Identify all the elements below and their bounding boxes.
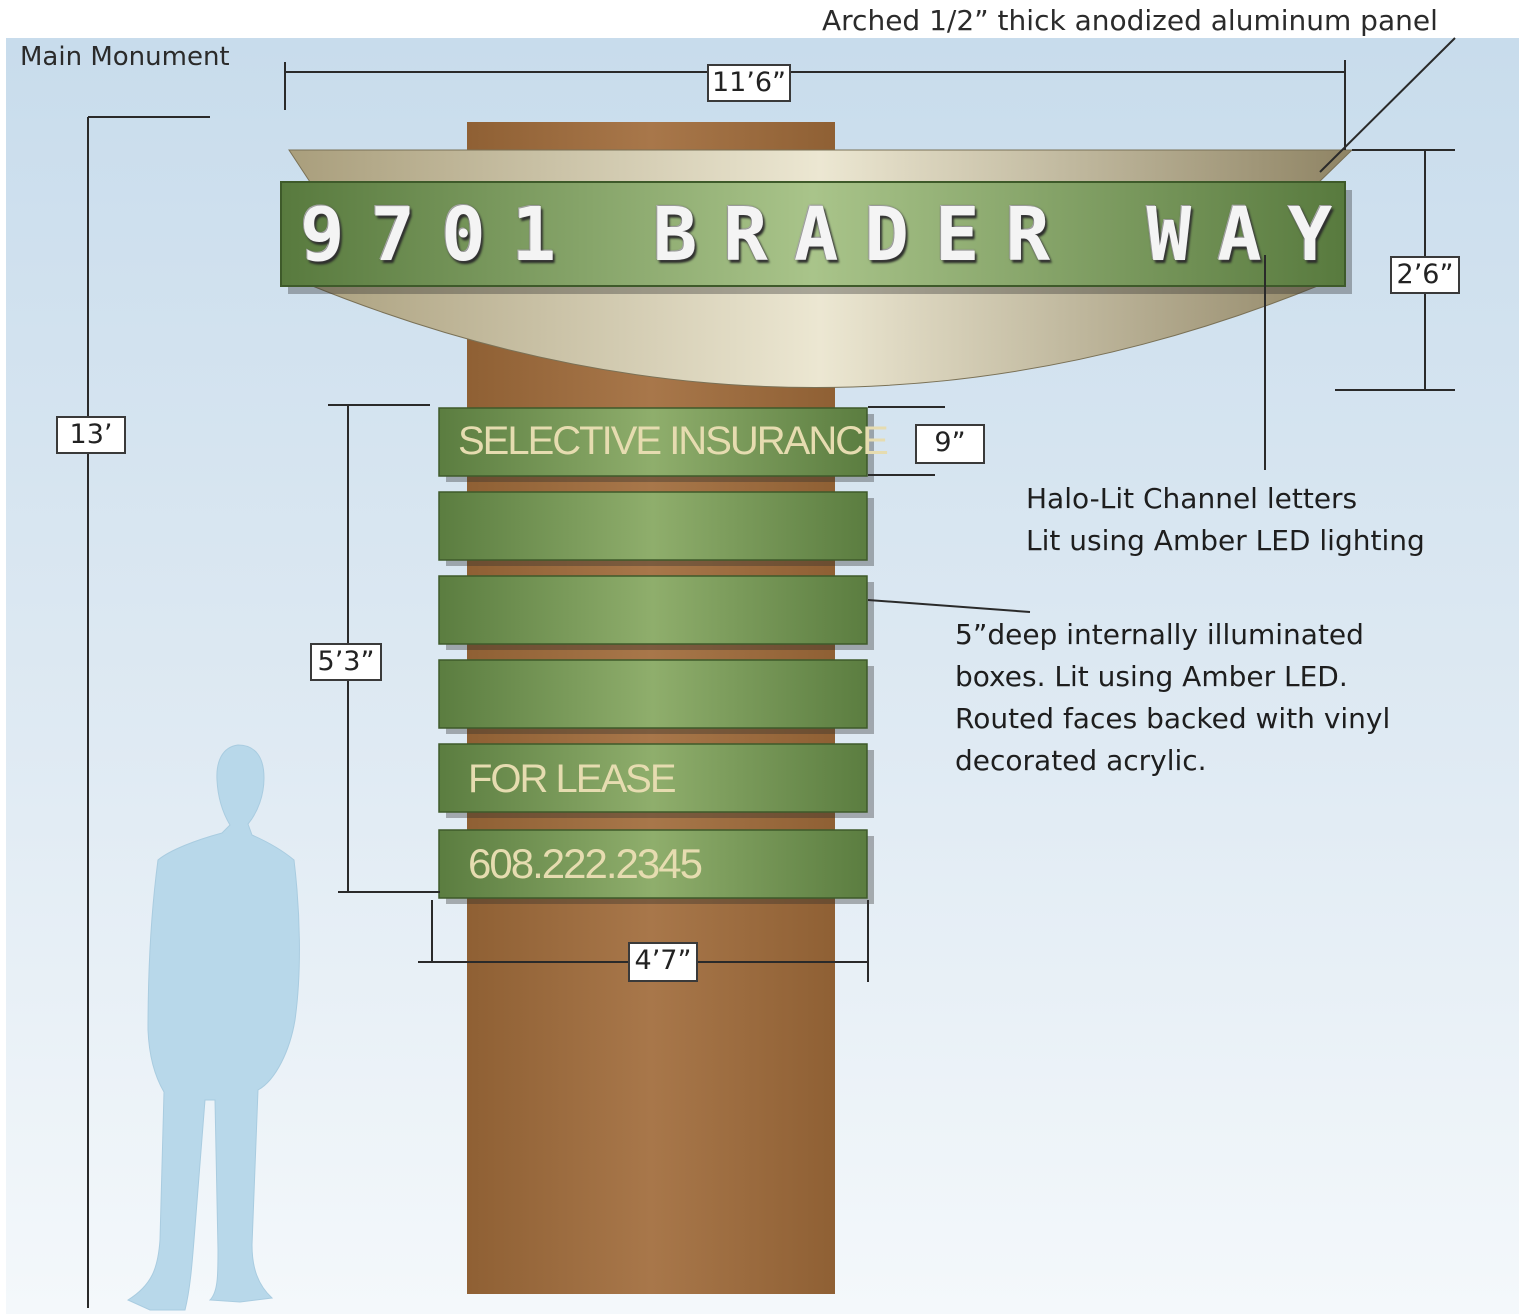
halo-lit-callout: Halo-Lit Channel letters Lit using Amber… [1026, 478, 1425, 562]
header-panel [280, 181, 1346, 287]
tenant-panel [438, 829, 868, 899]
tenant-panel-1-text: SELECTIVE INSURANCE [458, 419, 889, 463]
tenant-panel [438, 659, 868, 729]
halo-lit-line-1: Halo-Lit Channel letters [1026, 482, 1358, 515]
dimension-panel-height: 9” [915, 424, 985, 464]
address-channel-letters: 9701 BRADER WAY [300, 192, 1359, 278]
drawing-title: Main Monument [20, 42, 230, 72]
tenant-panel-5-text: FOR LEASE [468, 757, 677, 801]
boxes-line-1: 5”deep internally illuminated [955, 618, 1364, 651]
dimension-header-height: 2’6” [1390, 256, 1460, 294]
dimension-tenant-stack-height: 5’3” [310, 643, 382, 681]
tenant-panel [438, 743, 868, 813]
boxes-callout: 5”deep internally illuminated boxes. Lit… [955, 614, 1390, 782]
tenant-panel [438, 491, 868, 561]
tenant-panels [438, 407, 874, 904]
dimension-tenant-width: 4’7” [628, 942, 698, 982]
arched-panel-callout: Arched 1/2” thick anodized aluminum pane… [822, 4, 1438, 37]
person-silhouette-icon [126, 744, 300, 1311]
tenant-panel-6-text: 608.222.2345 [468, 840, 703, 887]
boxes-line-4: decorated acrylic. [955, 744, 1207, 777]
dimension-overall-height: 13’ [56, 416, 126, 454]
dimension-overall-width: 11’6” [707, 64, 791, 102]
tenant-panel [438, 575, 868, 645]
boxes-line-2: boxes. Lit using Amber LED. [955, 660, 1348, 693]
tenant-panel [438, 407, 868, 477]
boxes-line-3: Routed faces backed with vinyl [955, 702, 1391, 735]
dimension-lines [87, 37, 1456, 1308]
halo-lit-line-2: Lit using Amber LED lighting [1026, 524, 1425, 557]
